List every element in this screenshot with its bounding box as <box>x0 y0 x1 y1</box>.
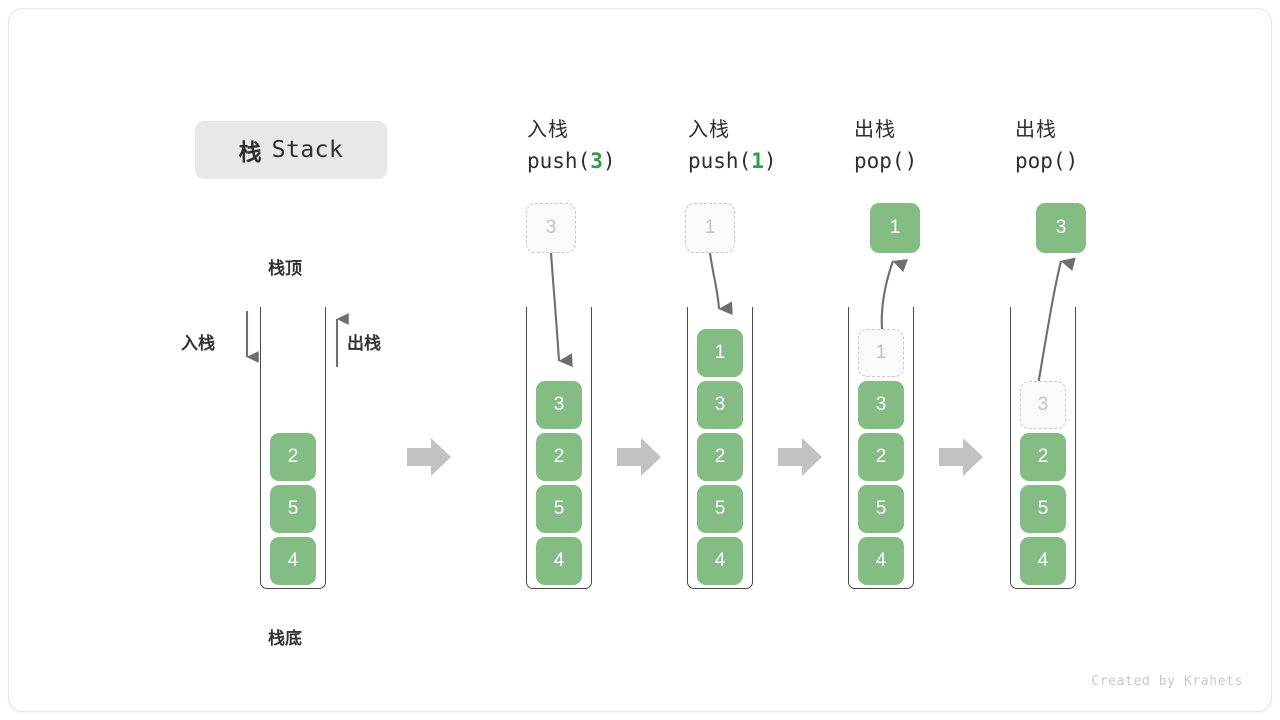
stack-cell: 4 <box>858 537 904 585</box>
step-op-code: pop() <box>854 149 918 173</box>
stack-cell-removed: 1 <box>858 329 904 377</box>
step-header-push-3: 入栈 push(3) <box>527 115 697 177</box>
stack-cell: 1 <box>697 329 743 377</box>
popped-element-1: 1 <box>870 203 920 253</box>
stack-cell: 3 <box>536 381 582 429</box>
stack-container-initial <box>260 307 326 589</box>
stack-top-label: 栈顶 <box>268 259 302 278</box>
step-header-pop-3: 出栈 pop() <box>1015 115 1185 177</box>
stack-cell: 4 <box>270 537 316 585</box>
stack-cell: 5 <box>536 485 582 533</box>
transition-arrow <box>617 438 661 476</box>
transition-arrow <box>407 438 451 476</box>
stack-slots-initial: 4 5 2 <box>260 307 326 589</box>
push-motion-arrow-1 <box>708 252 733 316</box>
incoming-element-1: 1 <box>685 203 735 253</box>
step-header-pop-1: 出栈 pop() <box>854 115 1024 177</box>
title-badge: 栈 Stack <box>195 121 387 179</box>
stack-container-pop-1 <box>848 307 914 589</box>
footer-credit: Created by Krahets <box>1091 674 1243 689</box>
pop-up-arrow <box>335 313 349 367</box>
stack-cell: 2 <box>270 433 316 481</box>
push-down-arrow <box>245 311 259 363</box>
popped-element-3: 3 <box>1036 203 1086 253</box>
stack-cell: 2 <box>536 433 582 481</box>
step-op-cjk: 入栈 <box>688 119 730 141</box>
title-cjk: 栈 <box>238 139 263 165</box>
stack-cell: 5 <box>858 485 904 533</box>
pop-motion-arrow-3 <box>1035 257 1076 392</box>
transition-arrow <box>939 438 983 476</box>
stack-container-push-1 <box>687 307 753 589</box>
stack-cell: 5 <box>697 485 743 533</box>
step-op-code: push(1) <box>688 149 777 173</box>
stack-slots-pop-3: 4 5 2 3 <box>1010 307 1076 589</box>
push-side-label: 入栈 <box>181 334 215 353</box>
stack-cell: 5 <box>1020 485 1066 533</box>
stack-cell: 4 <box>536 537 582 585</box>
title-latin: Stack <box>271 137 344 163</box>
step-op-code: pop() <box>1015 149 1079 173</box>
step-op-cjk: 出栈 <box>1015 119 1057 141</box>
stack-cell: 4 <box>697 537 743 585</box>
transition-arrow <box>778 438 822 476</box>
stack-slots-pop-1: 4 5 2 3 1 <box>848 307 914 589</box>
stack-cell: 2 <box>697 433 743 481</box>
stack-container-push-3 <box>526 307 592 589</box>
stack-container-pop-3 <box>1010 307 1076 589</box>
stack-slots-push-3: 4 5 2 3 <box>526 307 592 589</box>
stack-cell: 3 <box>858 381 904 429</box>
pop-side-label: 出栈 <box>347 334 381 353</box>
stack-cell: 2 <box>1020 433 1066 481</box>
stack-bottom-label: 栈底 <box>268 629 302 648</box>
diagram-card: 栈 Stack 栈顶 入栈 出栈 4 5 2 栈底 入栈 push(3) <box>8 8 1272 712</box>
stack-cell: 5 <box>270 485 316 533</box>
push-motion-arrow-3 <box>549 252 573 368</box>
step-header-push-1: 入栈 push(1) <box>688 115 858 177</box>
incoming-element-3: 3 <box>526 203 576 253</box>
stack-cell: 2 <box>858 433 904 481</box>
stack-slots-push-1: 4 5 2 3 1 <box>687 307 753 589</box>
step-op-code: push(3) <box>527 149 616 173</box>
stack-cell-removed: 3 <box>1020 381 1066 429</box>
step-op-cjk: 入栈 <box>527 119 569 141</box>
step-op-cjk: 出栈 <box>854 119 896 141</box>
stack-cell: 3 <box>697 381 743 429</box>
stack-cell: 4 <box>1020 537 1066 585</box>
